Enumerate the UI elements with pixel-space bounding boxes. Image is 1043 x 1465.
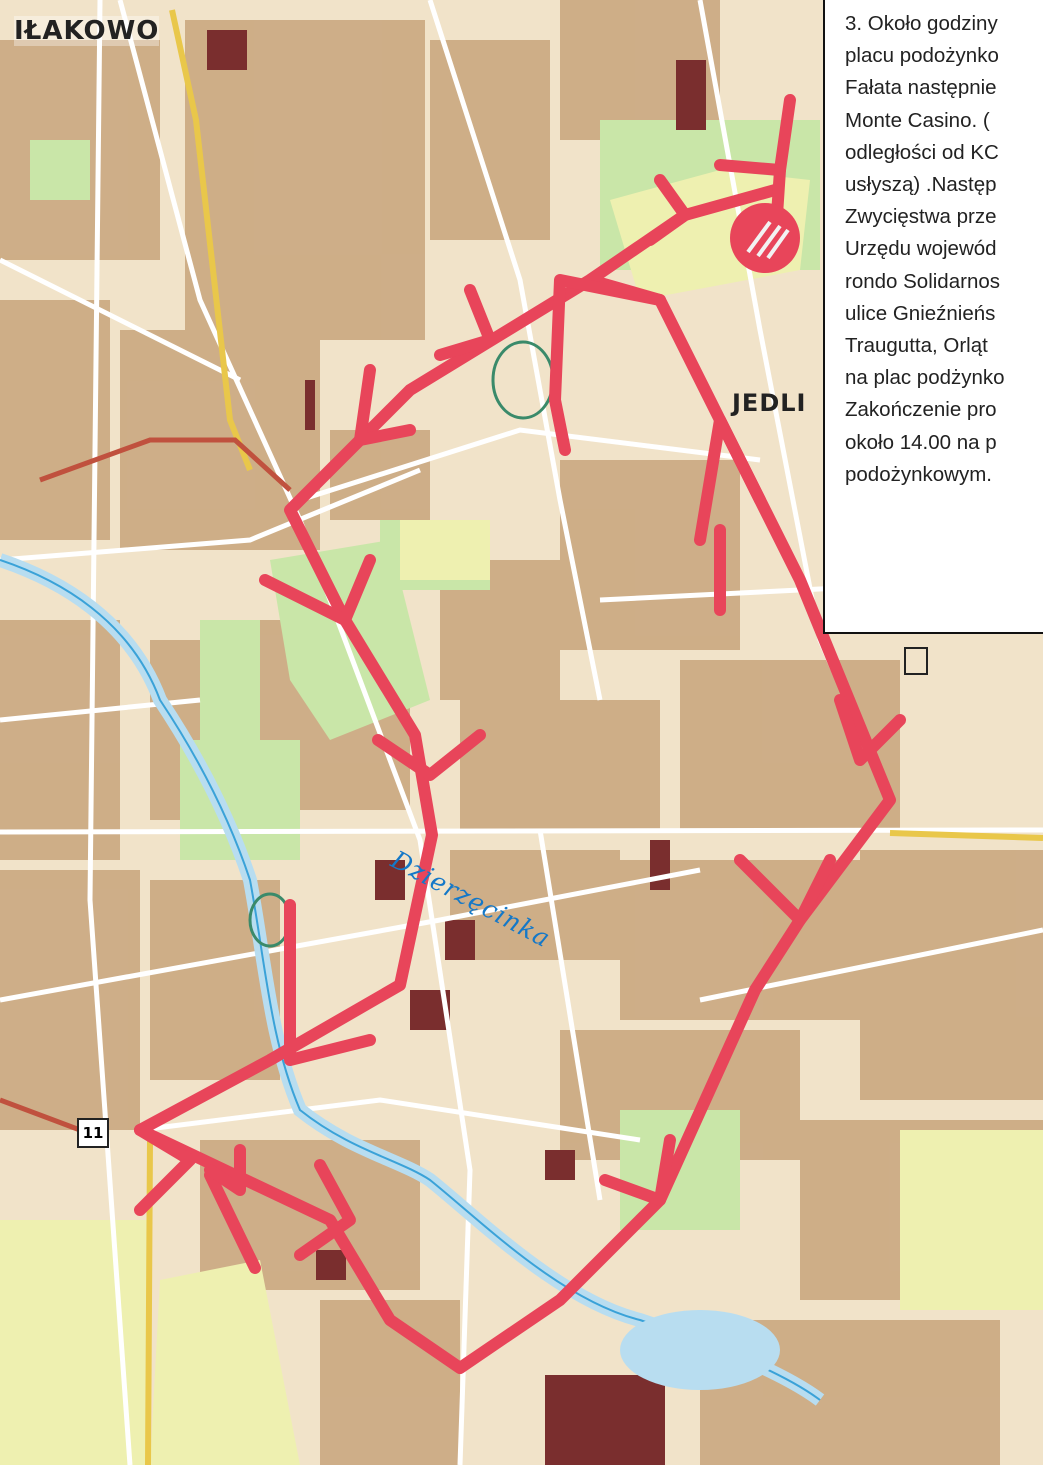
route-loop bbox=[134, 184, 896, 1374]
place-label-ilakowo: IŁAKOWO bbox=[14, 16, 160, 46]
arrow-2 bbox=[434, 284, 496, 361]
description-line: Traugutta, Orląt bbox=[845, 334, 988, 358]
river-line bbox=[0, 559, 821, 1401]
arrow-4 bbox=[259, 554, 376, 626]
description-line: ulice Gnieźnieńs bbox=[845, 301, 996, 325]
description-line: Monte Casino. ( bbox=[845, 108, 990, 132]
route-spur-right bbox=[549, 274, 666, 456]
route-description-box: 3. Około godziny placu podożynko Fałata … bbox=[823, 0, 1043, 634]
description-line: 3. Około godziny bbox=[845, 12, 998, 35]
description-line: odległości od KC bbox=[845, 140, 999, 164]
route-arrows bbox=[204, 174, 906, 1261]
start-marker-stripes bbox=[746, 220, 790, 260]
arrow-10 bbox=[734, 854, 836, 926]
small-building-outline bbox=[904, 647, 928, 675]
arrow-8 bbox=[294, 1159, 356, 1261]
route-spur-top bbox=[774, 94, 796, 176]
description-line: usłyszą) .Następ bbox=[845, 173, 997, 197]
description-line: Urzędu wojewód bbox=[845, 237, 997, 261]
procession-route bbox=[134, 94, 896, 1374]
arrow-7 bbox=[204, 1144, 246, 1196]
road-number-badge: 11 bbox=[77, 1118, 109, 1148]
pond bbox=[620, 1310, 780, 1390]
description-line: Zakończenie pro bbox=[845, 398, 997, 422]
arrow-1 bbox=[644, 174, 691, 246]
road-dark-red bbox=[0, 437, 292, 1133]
description-line: placu podożynko bbox=[845, 44, 999, 68]
description-line: Zwycięstwa prze bbox=[845, 205, 997, 229]
arrow-5 bbox=[372, 729, 486, 781]
description-line: około 14.00 na p bbox=[845, 430, 997, 454]
description-line: rondo Solidarnos bbox=[845, 269, 1000, 293]
place-label-jedlinki: JEDLI bbox=[732, 389, 807, 417]
description-line: Fałata następnie bbox=[845, 76, 997, 100]
description-line: na plac podżynko bbox=[845, 366, 1005, 390]
arrow-11 bbox=[834, 694, 906, 766]
route-branch-lower bbox=[204, 1169, 261, 1274]
arrow-3 bbox=[354, 364, 416, 446]
arrow-6 bbox=[284, 899, 376, 1066]
route-branch-left bbox=[134, 1124, 196, 1216]
start-marker bbox=[730, 203, 800, 273]
arrow-12 bbox=[694, 414, 766, 546]
arrow-9 bbox=[599, 1134, 676, 1206]
description-line: podożynkowym. bbox=[845, 462, 992, 486]
